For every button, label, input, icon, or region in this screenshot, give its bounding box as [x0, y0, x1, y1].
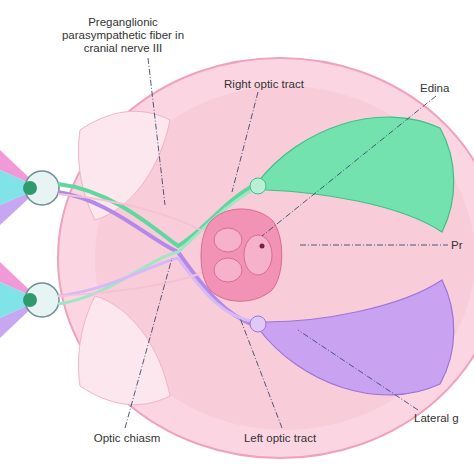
- frontal-lobe: [79, 296, 170, 405]
- brain-outline: [58, 58, 474, 458]
- leader-line: [125, 258, 172, 428]
- part-label: Lateral g: [414, 412, 474, 425]
- leader-line: [298, 330, 418, 410]
- aqueduct: [260, 244, 265, 249]
- iris: [23, 181, 37, 195]
- midbrain-nucleus: [214, 228, 242, 252]
- iris: [23, 293, 37, 307]
- leader-line: [262, 96, 436, 236]
- lateral-geniculate: [250, 316, 266, 332]
- optic-radiation: [258, 280, 454, 395]
- part-label: Left optic tract: [230, 432, 330, 445]
- part-label: Optic chiasm: [82, 432, 172, 445]
- part-label: Preganglionic parasympathetic fiber in c…: [58, 16, 188, 55]
- midbrain: [201, 209, 282, 301]
- lateral-geniculate: [250, 178, 266, 194]
- midbrain-nucleus: [244, 235, 272, 275]
- leader-lines: [125, 58, 448, 428]
- leader-line: [240, 318, 282, 428]
- part-label: Pr: [451, 239, 474, 252]
- optic-radiation: [258, 117, 454, 232]
- midbrain-nucleus: [214, 258, 242, 282]
- leader-line: [232, 92, 258, 192]
- part-label: Edina: [420, 82, 474, 95]
- oculomotor-fiber: [58, 194, 218, 240]
- leader-line: [300, 245, 448, 246]
- oculomotor-fiber: [58, 266, 218, 296]
- part-label: Right optic tract: [214, 78, 314, 91]
- leader-line: [148, 58, 165, 205]
